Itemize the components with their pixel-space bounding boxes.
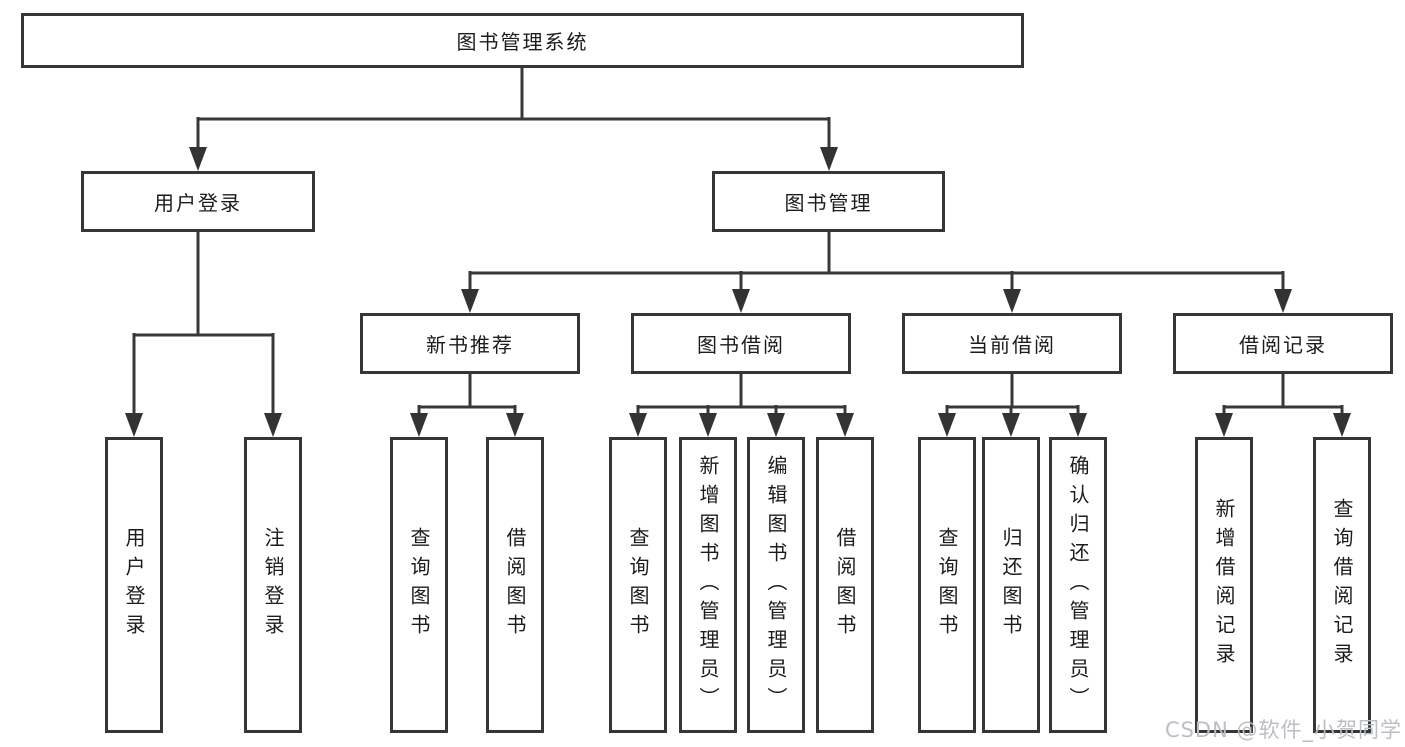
leaf-label: 查询图书 [935,527,959,643]
leaf-query-books-current: 查询图书 [918,437,976,733]
node-user-login: 用户登录 [81,171,315,232]
leaf-label: 用户登录 [122,527,146,643]
node-borrowing-records: 借阅记录 [1173,313,1393,374]
leaf-label: 注销登录 [261,527,285,643]
leaf-query-borrow-record: 查询借阅记录 [1313,437,1371,733]
node-current-borrowing: 当前借阅 [902,313,1122,374]
node-book-management: 图书管理 [712,171,945,232]
leaf-borrow-books: 借阅图书 [816,437,874,733]
node-book-borrowing: 图书借阅 [631,313,851,374]
leaf-user-login: 用户登录 [105,437,163,733]
node-label: 图书借阅 [697,333,785,357]
leaf-label: 确认归还（管理员） [1066,454,1090,716]
leaf-label: 查询图书 [626,527,650,643]
node-label: 当前借阅 [968,333,1056,357]
leaf-edit-books-admin: 编辑图书（管理员） [747,437,805,733]
leaf-query-books-borrowing: 查询图书 [609,437,667,733]
node-label: 图书管理系统 [456,30,589,54]
node-library-management-system: 图书管理系统 [21,13,1024,68]
node-label: 图书管理 [784,191,873,215]
node-label: 借阅记录 [1239,333,1327,357]
leaf-add-books-admin: 新增图书（管理员） [679,437,737,733]
node-label: 用户登录 [154,191,242,215]
leaf-label: 查询借阅记录 [1330,498,1354,672]
leaf-borrow-books-recommend: 借阅图书 [486,437,544,733]
leaf-label: 新增图书（管理员） [696,454,720,716]
leaf-label: 编辑图书（管理员） [764,454,788,716]
arrowhead-icons [125,147,1351,437]
node-label: 新书推荐 [426,333,514,357]
node-new-book-recommend: 新书推荐 [360,313,580,374]
leaf-label: 借阅图书 [503,527,527,643]
leaf-label: 查询图书 [407,527,431,643]
csdn-watermark: CSDN @软件_小贺同学 [1164,718,1402,742]
leaf-logout: 注销登录 [244,437,302,733]
leaf-confirm-return-admin: 确认归还（管理员） [1049,437,1107,733]
leaf-label: 归还图书 [999,527,1023,643]
leaf-label: 新增借阅记录 [1212,498,1236,672]
leaf-label: 借阅图书 [833,527,857,643]
leaf-add-borrow-record: 新增借阅记录 [1195,437,1253,733]
leaf-return-books: 归还图书 [982,437,1040,733]
leaf-query-books-recommend: 查询图书 [390,437,448,733]
